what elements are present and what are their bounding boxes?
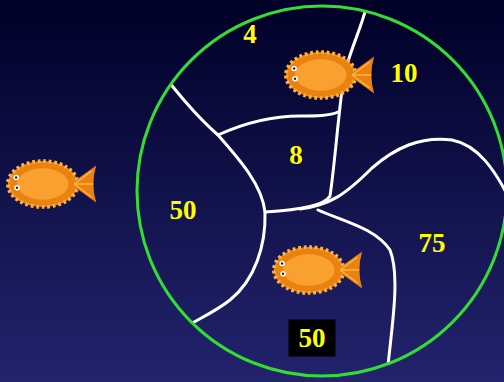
region-number: 10 [391,60,418,87]
flounder-icon [8,161,96,207]
region-number: 4 [243,21,257,48]
region-number: 50 [170,197,197,224]
flounder-icon [286,52,374,98]
region-number: 75 [419,230,446,257]
flounder-icon [274,247,362,293]
region-number: 8 [289,142,303,169]
study-area-circle [137,6,504,376]
boxed-region-number: 50 [289,320,336,357]
